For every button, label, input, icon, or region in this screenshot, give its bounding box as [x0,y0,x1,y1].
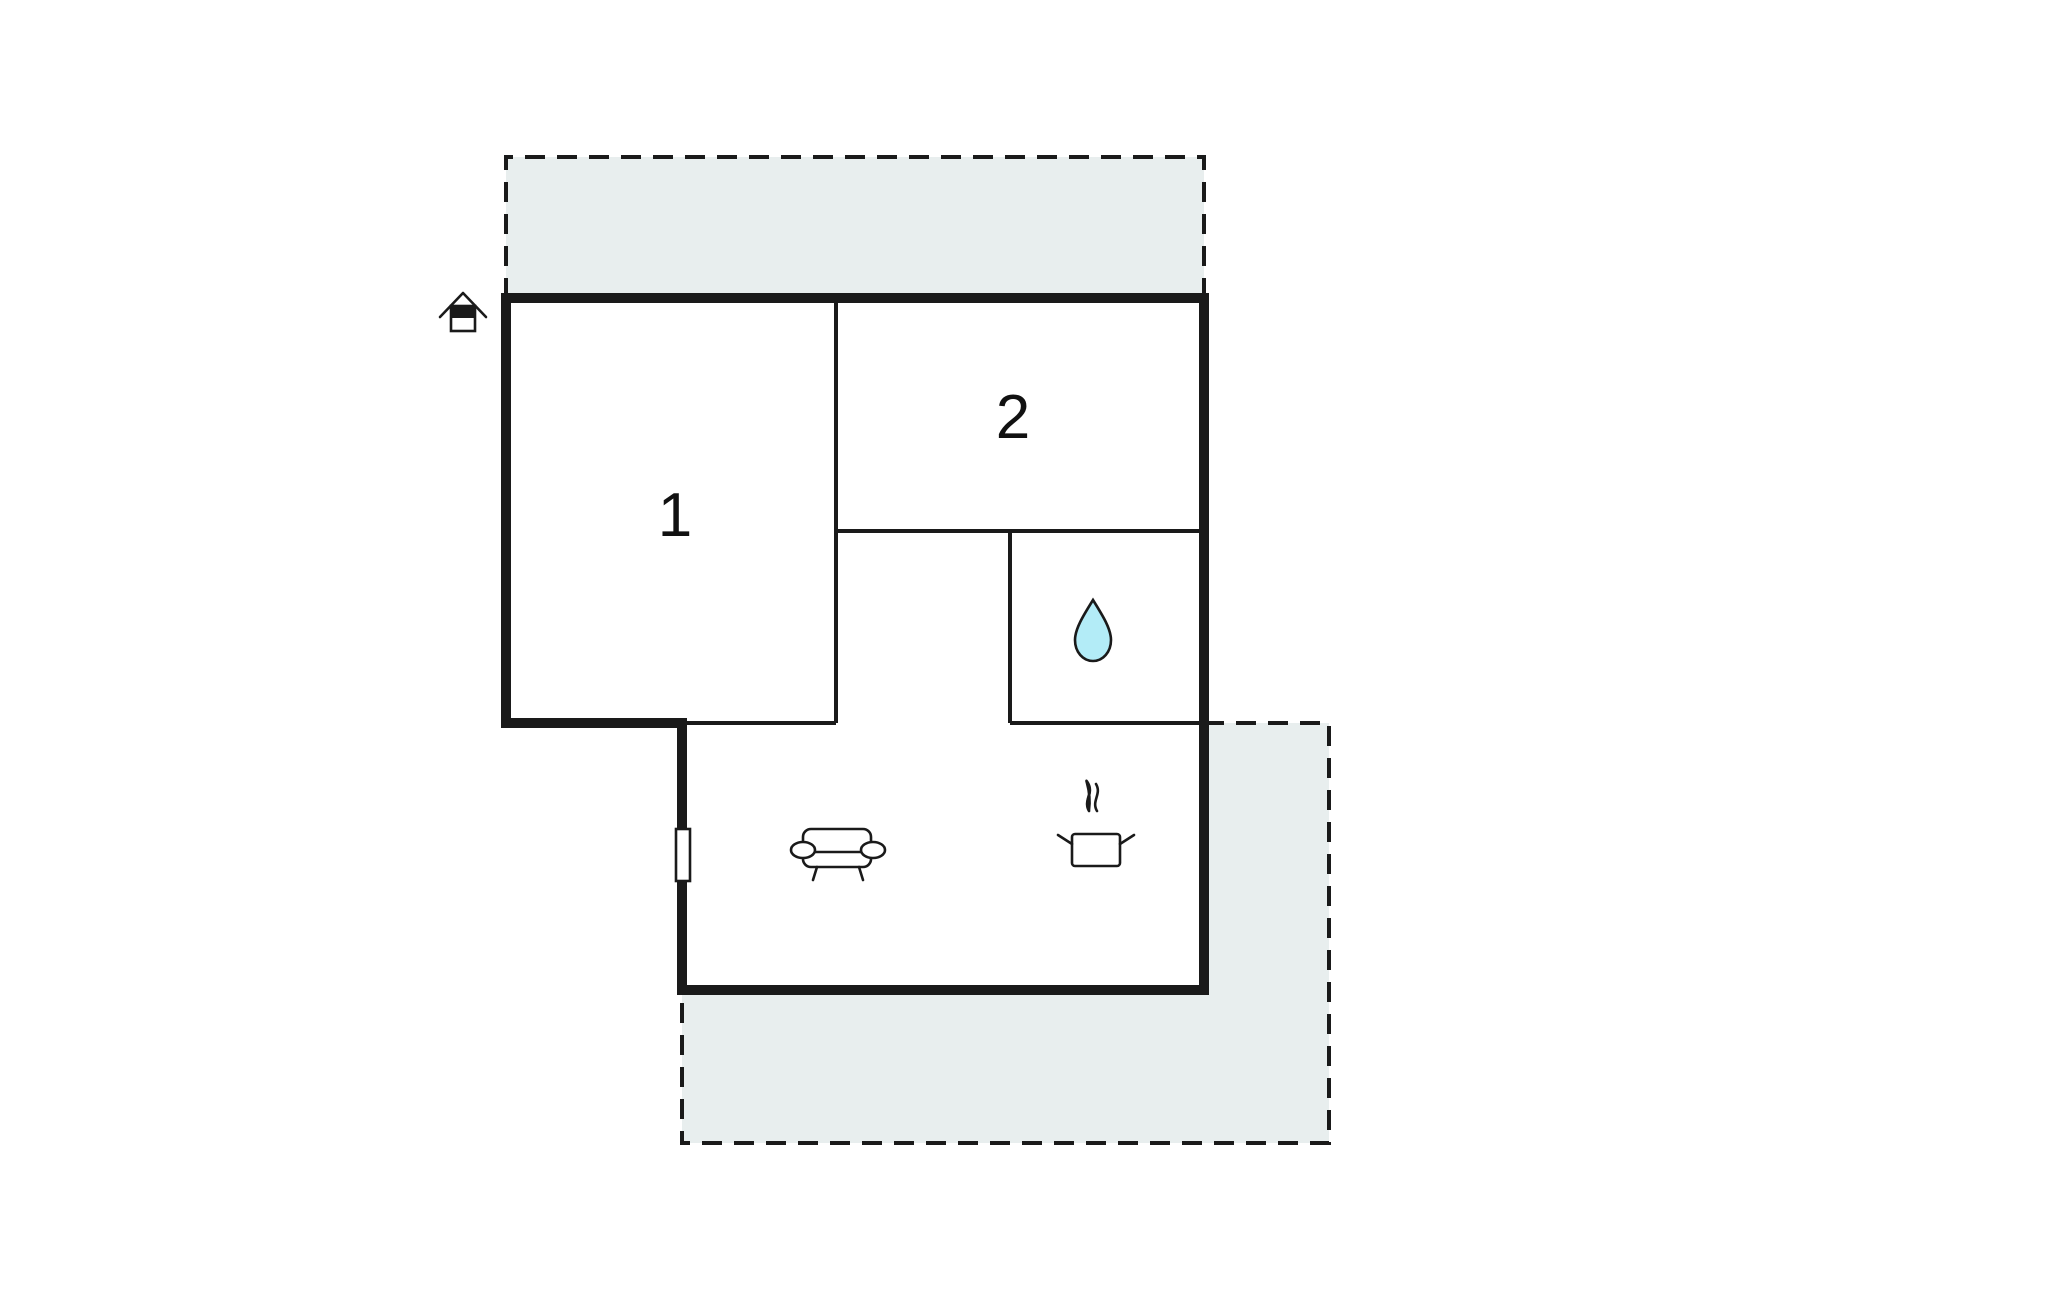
cooking-pot-icon [1056,779,1136,868]
water-drop-icon [1073,597,1113,663]
window-icon [674,827,692,883]
exterior-wall [501,293,1209,995]
house-entrance-icon [438,291,488,333]
room-2-label: 2 [996,383,1030,452]
room-1-label: 1 [658,481,692,550]
terrace-north [504,155,1206,300]
terrace-south-east [680,721,1331,1145]
interior-walls [682,298,1204,725]
sofa-icon [789,827,887,882]
